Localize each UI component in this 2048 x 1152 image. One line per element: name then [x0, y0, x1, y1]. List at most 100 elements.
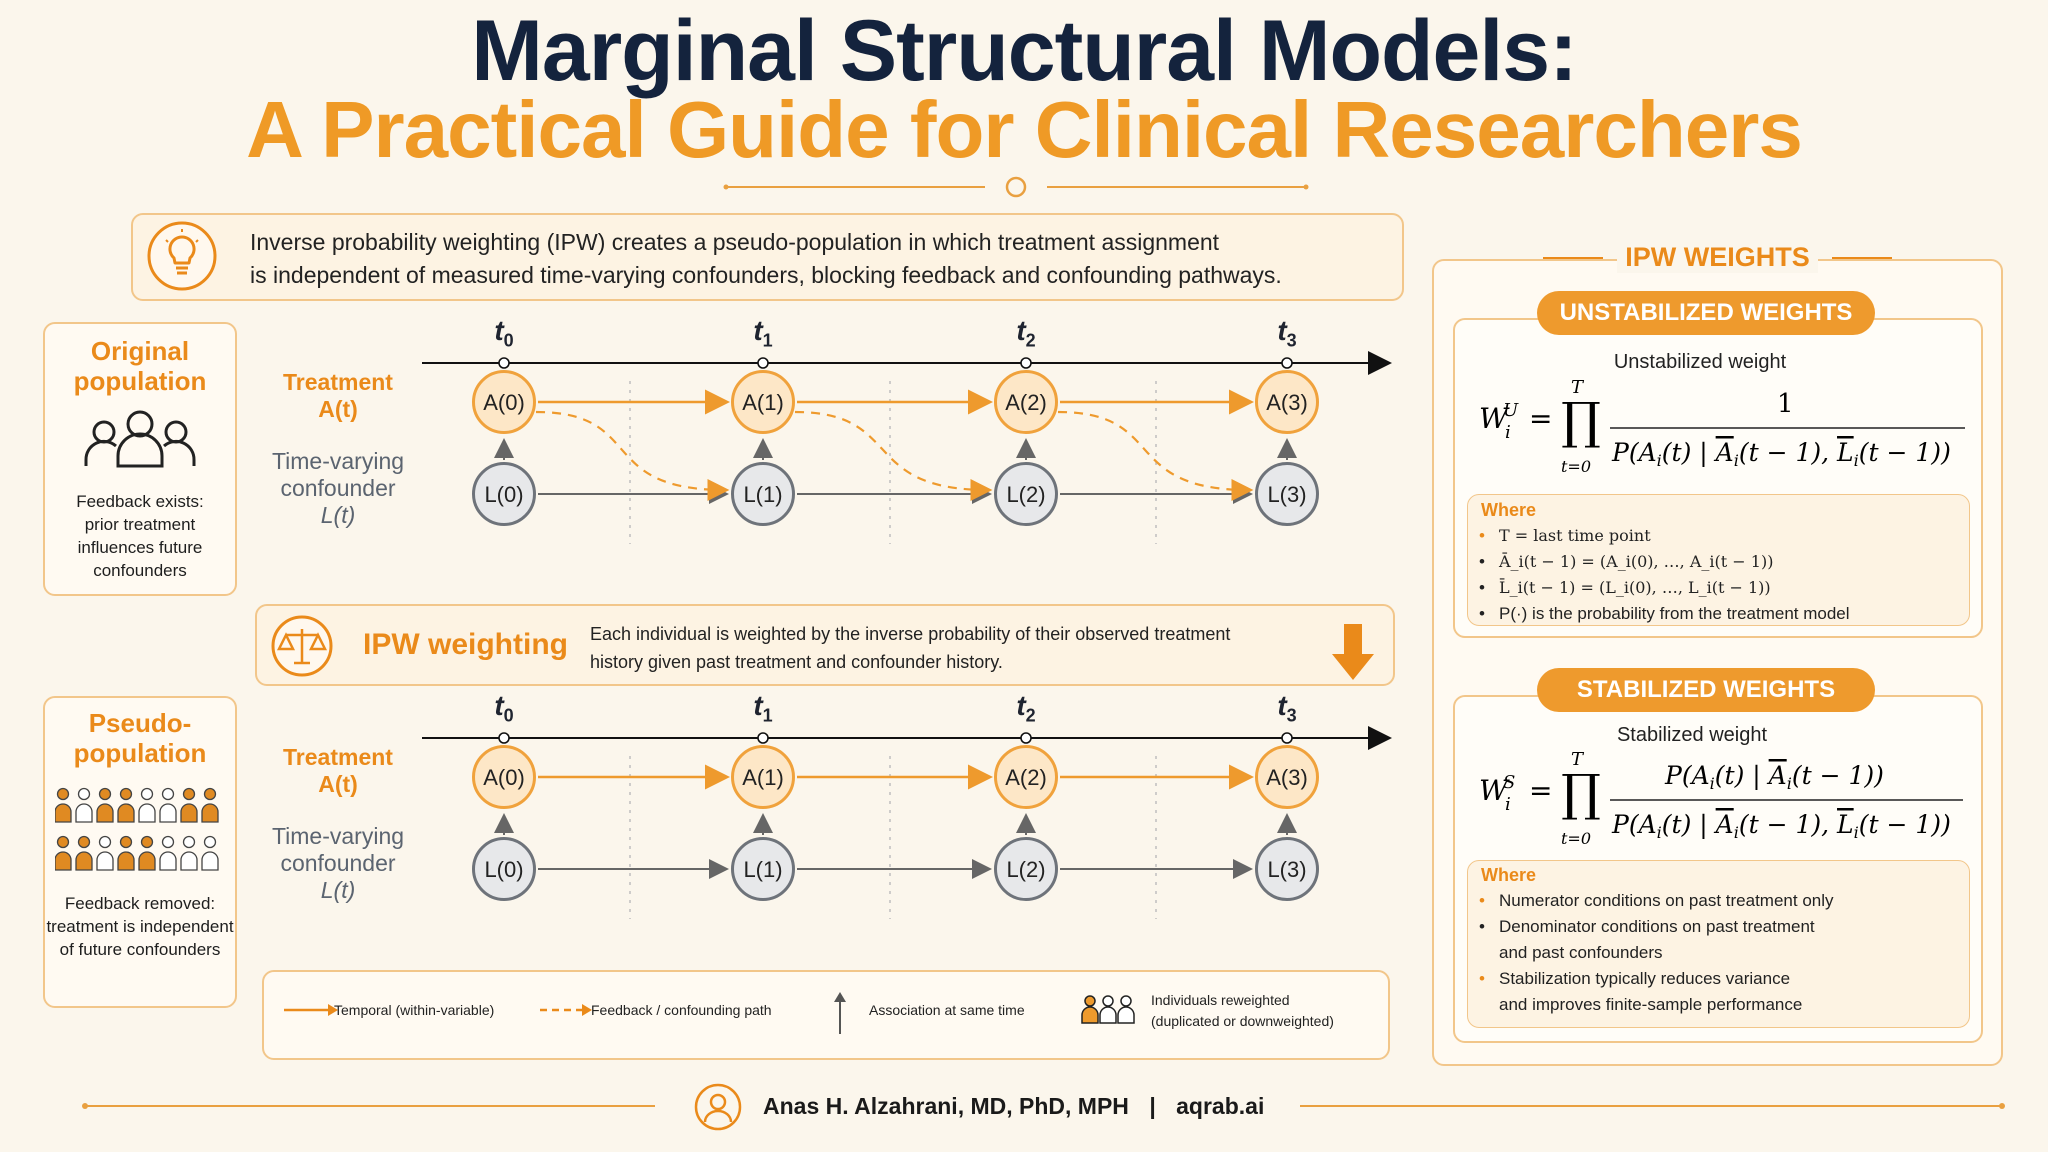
stabilized-where-list: •Numerator conditions on past treatment … — [1475, 888, 1965, 1018]
person-icon — [180, 787, 198, 823]
person-icon — [96, 787, 114, 823]
pseudo-population-text: Feedback removed: treatment is independe… — [46, 894, 234, 959]
pseudo-population-title: Pseudo- population — [73, 708, 207, 768]
legend-panel — [262, 970, 1390, 1060]
time-tick-label: t2 — [1016, 315, 1036, 351]
stabilized-pill: STABILIZED WEIGHTS — [1537, 668, 1875, 712]
stabilized-formula-title: Stabilized weight — [1616, 724, 1768, 746]
treatment-node: A(3) — [1255, 745, 1319, 809]
crowd-icon — [55, 787, 219, 871]
svg-text:∏: ∏ — [1561, 764, 1601, 822]
svg-text:P(Ai(t) | Ai(t − 1)): P(Ai(t) | Ai(t − 1)) — [1664, 761, 1884, 793]
confounder-node: L(1) — [731, 462, 795, 526]
original-population-text: Feedback exists: prior treatment influen… — [76, 492, 204, 580]
person-icon — [55, 787, 72, 823]
svg-text:i: i — [1505, 794, 1511, 815]
ipw-weighting-band — [255, 604, 1395, 686]
temporal-arrow-legend-icon — [284, 1004, 338, 1016]
person-icon — [180, 835, 198, 871]
page-title: Marginal Structural Models: — [471, 3, 1578, 99]
ipw-weighting-text: Each individual is weighted by the inver… — [590, 624, 1231, 672]
original-population-panel — [43, 322, 237, 596]
person-icon — [117, 787, 135, 823]
time-tick-label: t1 — [753, 690, 773, 726]
time-tick-label: t2 — [1016, 690, 1036, 726]
svg-text:T: T — [1571, 377, 1585, 398]
author-name: Anas H. Alzahrani, MD, PhD, MPH — [763, 1093, 1129, 1119]
svg-text:T: T — [1571, 749, 1585, 770]
confounder-node: L(3) — [1255, 837, 1319, 901]
confounder-node: L(1) — [731, 837, 795, 901]
unstabilized-where-list: •T = last time point •Ā_i(t − 1) = (A_i(… — [1475, 523, 1965, 627]
person-icon — [201, 787, 219, 823]
unstabilized-formula-title: Unstabilized weight — [1613, 351, 1787, 373]
original-population-title: Original population — [73, 336, 207, 396]
person-icon — [159, 835, 177, 871]
where-item: and past confounders — [1499, 943, 1663, 962]
where-item: •Ā_i(t − 1) = (A_i(0), …, A_i(t − 1)) — [1479, 552, 1774, 571]
confounder-node: L(2) — [994, 462, 1058, 526]
feedback-arrow-legend-icon — [540, 1004, 592, 1016]
where-item: •Stabilization typically reduces varianc… — [1479, 969, 1791, 988]
person-icon — [96, 835, 114, 871]
person-icon — [55, 835, 72, 871]
time-tick-label: t1 — [753, 315, 773, 351]
where-item: •Numerator conditions on past treatment … — [1479, 891, 1834, 910]
lightbulb-icon — [147, 221, 217, 291]
person-icon — [75, 787, 93, 823]
svg-text:W: W — [1479, 402, 1510, 435]
unstabilized-pill: UNSTABILIZED WEIGHTS — [1537, 291, 1875, 335]
page-subtitle: A Practical Guide for Clinical Researche… — [246, 85, 1803, 174]
svg-text:∏: ∏ — [1561, 392, 1601, 450]
svg-text:P(Ai(t) | Ai(t − 1), Li(t − 1): P(Ai(t) | Ai(t − 1), Li(t − 1)) — [1611, 810, 1951, 842]
down-arrow-icon — [1332, 624, 1374, 680]
treatment-node: A(2) — [994, 370, 1058, 434]
where-item: •T = last time point — [1479, 526, 1651, 545]
person-icon — [117, 835, 135, 871]
svg-text:t=0: t=0 — [1561, 829, 1591, 848]
legend-feedback: Feedback / confounding path — [591, 1002, 772, 1018]
user-icon — [694, 1083, 742, 1131]
svg-text:=: = — [1529, 402, 1552, 435]
stabilized-where-title: Where — [1481, 865, 1537, 885]
intro-panel — [131, 213, 1404, 301]
svg-text:t=0: t=0 — [1561, 457, 1591, 476]
legend-temporal: Temporal (within-variable) — [334, 1002, 495, 1018]
treatment-node: A(3) — [1255, 370, 1319, 434]
svg-text:U: U — [1503, 400, 1519, 421]
treatment-node: A(0) — [472, 370, 536, 434]
where-item: •L̄_i(t − 1) = (L_i(0), …, L_i(t − 1)) — [1479, 578, 1771, 597]
person-icon — [75, 835, 93, 871]
treatment-node: A(1) — [731, 370, 795, 434]
treatment-node: A(1) — [731, 745, 795, 809]
confounder-node: L(3) — [1255, 462, 1319, 526]
legend-association: Association at same time — [869, 1002, 1025, 1018]
person-icon — [138, 787, 156, 823]
where-item: and improves finite-sample performance — [1499, 995, 1803, 1014]
footer-rule — [82, 1103, 2005, 1109]
unstabilized-where-box — [1467, 494, 1970, 626]
where-item: •P(·) is the probability from the treatm… — [1479, 604, 1850, 623]
where-item: •Denominator conditions on past treatmen… — [1479, 917, 1815, 936]
scale-icon — [271, 615, 333, 677]
intro-text: Inverse probability weighting (IPW) crea… — [250, 229, 1282, 288]
association-arrow-legend-icon — [834, 992, 846, 1034]
svg-text:W: W — [1479, 774, 1510, 807]
ipw-weighting-label: IPW weighting — [363, 628, 568, 661]
footer-credit: Anas H. Alzahrani, MD, PhD, MPH | aqrab.… — [763, 1093, 1265, 1119]
unstabilized-formula: W U i = ∏ T t=0 1 P(Ai(t) | Ai(t − 1), L… — [1479, 377, 1965, 476]
site-link[interactable]: aqrab.ai — [1176, 1093, 1265, 1119]
ipw-weights-header: IPW WEIGHTS — [1617, 242, 1818, 273]
people-icon — [84, 410, 196, 468]
legend-reweighted: Individuals reweighted (duplicated or do… — [1151, 992, 1334, 1029]
svg-text:i: i — [1505, 422, 1511, 443]
svg-text:1: 1 — [1777, 389, 1794, 419]
svg-text:P(Ai(t) | Ai(t − 1), Li(t − 1): P(Ai(t) | Ai(t − 1), Li(t − 1)) — [1611, 438, 1951, 470]
